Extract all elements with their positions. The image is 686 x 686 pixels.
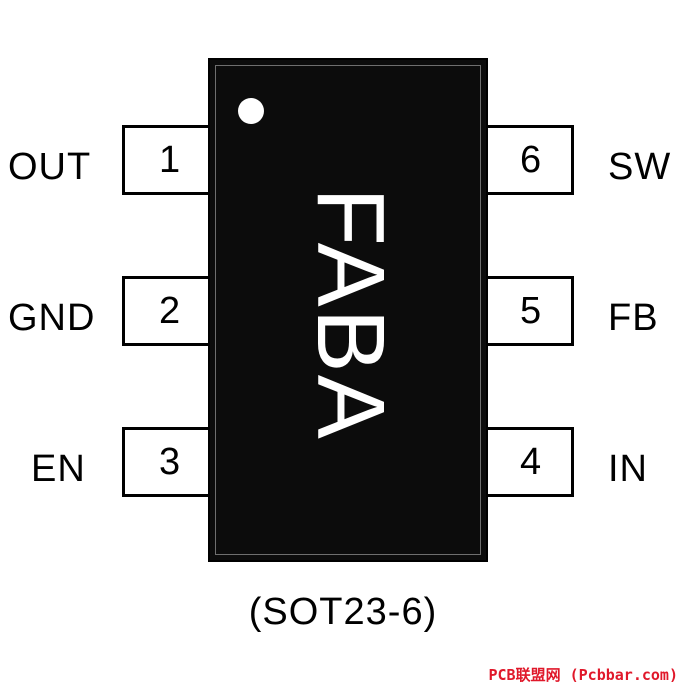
ic-body-bevel bbox=[215, 65, 481, 555]
pin-6: 6 bbox=[488, 125, 574, 195]
pin-5-label: FB bbox=[608, 297, 659, 339]
pin-6-label: SW bbox=[608, 146, 672, 188]
pin-5: 5 bbox=[488, 276, 574, 346]
pin-number: 6 bbox=[520, 139, 542, 181]
pin-3-label: EN bbox=[31, 448, 86, 490]
pin-4-label: IN bbox=[608, 448, 648, 490]
pin-number: 4 bbox=[520, 441, 542, 483]
pin1-indicator-dot bbox=[238, 98, 264, 124]
ic-package-body: FABA bbox=[208, 58, 488, 562]
pin-number: 5 bbox=[520, 290, 542, 332]
pin-2-label: GND bbox=[8, 297, 96, 339]
pin-number: 1 bbox=[159, 139, 181, 181]
pin-number: 2 bbox=[159, 290, 181, 332]
pin-1: 1 bbox=[122, 125, 208, 195]
pin-number: 3 bbox=[159, 441, 181, 483]
ic-marking-text: FABA bbox=[297, 187, 404, 441]
site-watermark: PCB联盟网 (Pcbbar.com) bbox=[488, 666, 679, 684]
pin-1-label: OUT bbox=[8, 146, 92, 188]
pin-3: 3 bbox=[122, 427, 208, 497]
pin-2: 2 bbox=[122, 276, 208, 346]
package-caption: (SOT23-6) bbox=[248, 591, 438, 633]
pin-4: 4 bbox=[488, 427, 574, 497]
